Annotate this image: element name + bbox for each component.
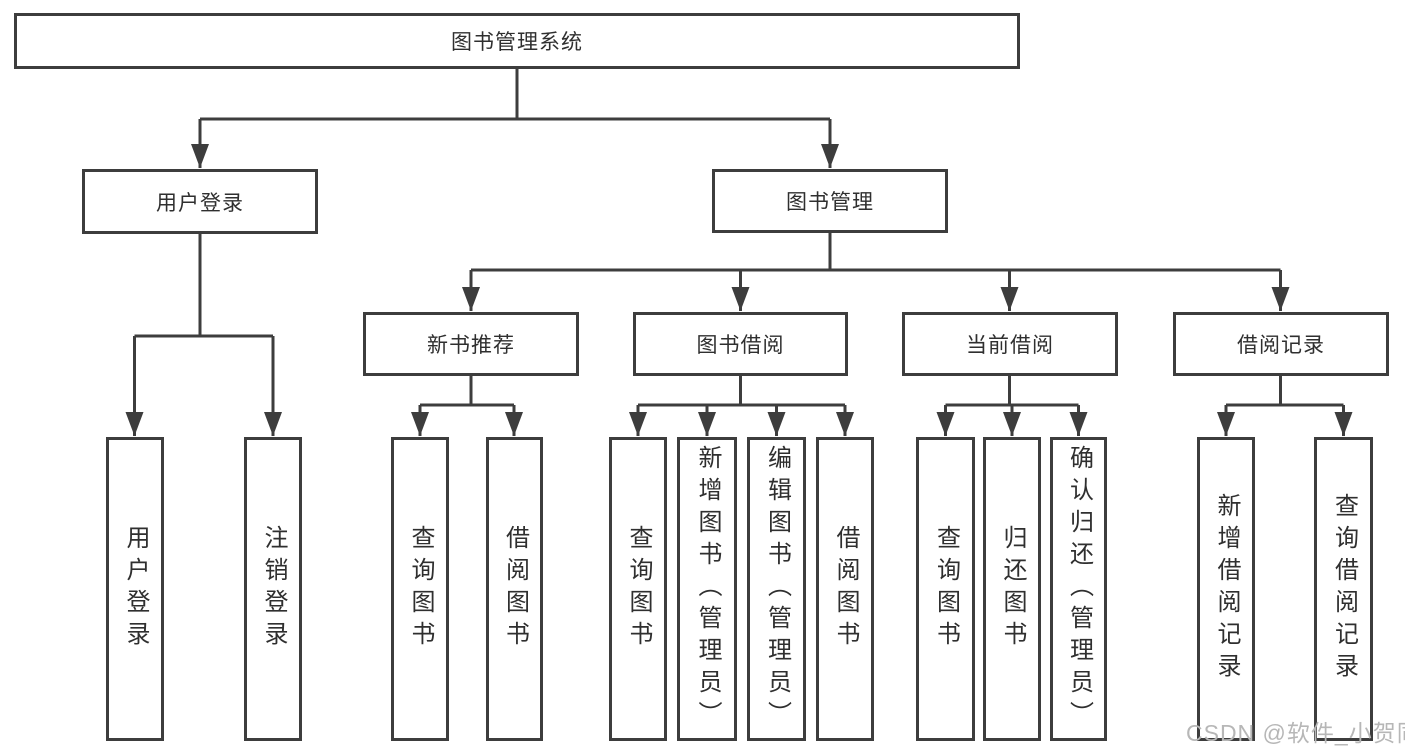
leaf-borrowing-query-books-label: 查询图书	[625, 525, 652, 653]
leaf-records-query-borrow-record-label: 查询借阅记录	[1330, 493, 1358, 685]
node-book-management-label: 图书管理	[786, 191, 874, 214]
node-borrow-records-label: 借阅记录	[1237, 334, 1325, 357]
leaf-current-return-books: 归还图书	[983, 437, 1041, 741]
leaf-borrowing-add-books-admin: 新增图书（管理员）	[677, 437, 737, 741]
leaf-user-login-label: 用户登录	[122, 525, 149, 653]
leaf-borrowing-borrow-books-label: 借阅图书	[832, 525, 859, 653]
leaf-records-add-borrow-record-label: 新增借阅记录	[1213, 493, 1240, 685]
node-current-borrowing-label: 当前借阅	[966, 334, 1054, 357]
leaf-borrowing-add-books-admin-label: 新增图书（管理员）	[694, 445, 721, 733]
leaf-logout: 注销登录	[244, 437, 302, 741]
node-book-borrowing-label: 图书借阅	[696, 334, 785, 357]
leaf-borrowing-borrow-books: 借阅图书	[816, 437, 874, 741]
leaf-user-login: 用户登录	[106, 437, 164, 741]
node-root-system: 图书管理系统	[14, 13, 1020, 69]
leaf-current-query-books-label: 查询图书	[932, 525, 960, 653]
leaf-newbooks-query-books: 查询图书	[391, 437, 449, 741]
leaf-newbooks-borrow-books: 借阅图书	[486, 437, 543, 741]
node-book-management: 图书管理	[712, 169, 948, 233]
node-new-book-recommend-label: 新书推荐	[427, 334, 515, 357]
leaf-logout-label: 注销登录	[260, 525, 287, 653]
connector-trunks	[134, 68, 1344, 407]
connector-arrows	[125, 119, 1353, 436]
node-root-label: 图书管理系统	[451, 31, 583, 54]
node-user-login: 用户登录	[82, 169, 318, 234]
node-current-borrowing: 当前借阅	[902, 312, 1118, 376]
leaf-records-query-borrow-record: 查询借阅记录	[1314, 437, 1373, 741]
node-user-login-label: 用户登录	[156, 191, 244, 215]
node-book-borrowing: 图书借阅	[633, 312, 848, 376]
leaf-borrowing-query-books: 查询图书	[609, 437, 667, 741]
leaf-records-add-borrow-record: 新增借阅记录	[1197, 437, 1255, 741]
leaf-current-return-books-label: 归还图书	[999, 525, 1026, 653]
leaf-newbooks-query-books-label: 查询图书	[407, 525, 434, 653]
node-borrow-records: 借阅记录	[1173, 312, 1389, 376]
csdn-watermark: CSDN @软件_小贺同学	[1186, 720, 1405, 746]
leaf-newbooks-borrow-books-label: 借阅图书	[501, 525, 529, 653]
leaf-borrowing-edit-books-admin: 编辑图书（管理员）	[747, 437, 806, 741]
leaf-current-query-books: 查询图书	[916, 437, 975, 741]
leaf-borrowing-edit-books-admin-label: 编辑图书（管理员）	[763, 445, 791, 733]
leaf-current-confirm-return-admin-label: 确认归还（管理员）	[1065, 445, 1093, 733]
leaf-current-confirm-return-admin: 确认归还（管理员）	[1050, 437, 1107, 741]
node-new-book-recommend: 新书推荐	[363, 312, 579, 376]
